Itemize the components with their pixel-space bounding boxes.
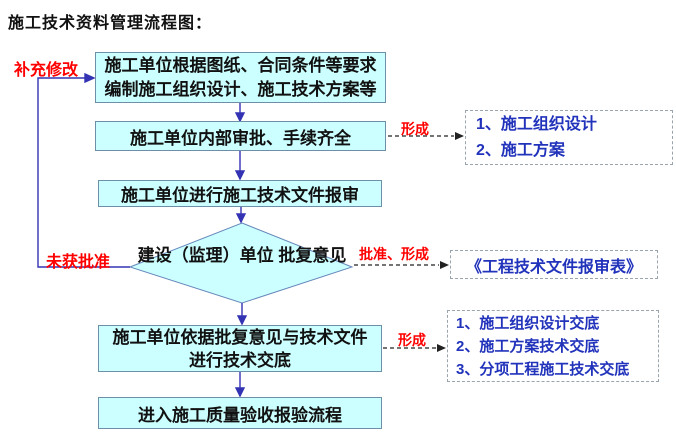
process-box-line: 编制施工组织设计、施工技术方案等 [104,79,377,99]
process-box-line: 进入施工质量验收报验流程 [138,405,342,425]
arrowhead-box2-box3 [234,170,246,181]
output-item: 2、施工方案 [476,141,565,159]
output-item: 《工程技术文件报审表》 [465,258,642,276]
label-form-2: 形成 [398,332,426,348]
decision-diamond-text: 建设（监理）单位 批复意见 [130,243,354,268]
arrowhead-decision-box4 [236,315,248,326]
process-box-technical-disclosure: 施工单位依据批复意见与技术文件 进行技术交底 [98,325,382,372]
process-box-prepare-plan: 施工单位根据图纸、合同条件等要求 编制施工组织设计、施工技术方案等 [95,52,386,103]
arrowhead-box1-box2 [234,112,246,123]
output-item: 3、分项工程施工技术交底 [456,360,630,378]
process-box-line: 进行技术交底 [189,350,291,370]
process-box-submit-documents: 施工单位进行施工技术文件报审 [98,180,382,207]
label-approved-form: 批准、形成 [359,246,429,262]
process-box-line: 施工单位根据图纸、合同条件等要求 [104,55,377,75]
decision-line: 批复意见 [278,246,347,265]
arrowhead-decision-output [440,261,449,269]
process-box-line: 施工单位进行施工技术文件报审 [121,186,359,205]
label-supplement-revise: 补充修改 [14,62,79,79]
output-box-review-form: 《工程技术文件报审表》 [450,250,658,279]
label-form-1: 形成 [401,121,429,137]
decision-line: 建设（监理）单位 [137,246,274,265]
output-item: 2、施工方案技术交底 [456,337,600,355]
process-box-line: 施工单位内部审批、手续齐全 [130,128,351,148]
arrowhead-box4-output [437,344,446,352]
feedback-line-not-approved [37,77,130,268]
output-item: 1、施工组织设计交底 [456,314,600,332]
output-box-disclosures: 1、施工组织设计交底 2、施工方案技术交底 3、分项工程施工技术交底 [447,310,659,382]
arrowhead-box2-output [455,132,464,140]
arrowhead-box3-decision [235,213,247,224]
process-box-internal-approval: 施工单位内部审批、手续齐全 [95,121,386,151]
page-title: 施工技术资料管理流程图： [8,15,213,32]
process-box-line: 施工单位依据批复意见与技术文件 [112,327,368,347]
output-box-plans: 1、施工组织设计 2、施工方案 [465,110,673,165]
output-item: 1、施工组织设计 [476,115,597,133]
process-box-quality-acceptance: 进入施工质量验收报验流程 [98,397,382,429]
arrowhead-feedback-box1 [84,72,96,84]
label-not-approved: 未获批准 [46,254,111,271]
arrowhead-box4-box5 [234,387,246,398]
